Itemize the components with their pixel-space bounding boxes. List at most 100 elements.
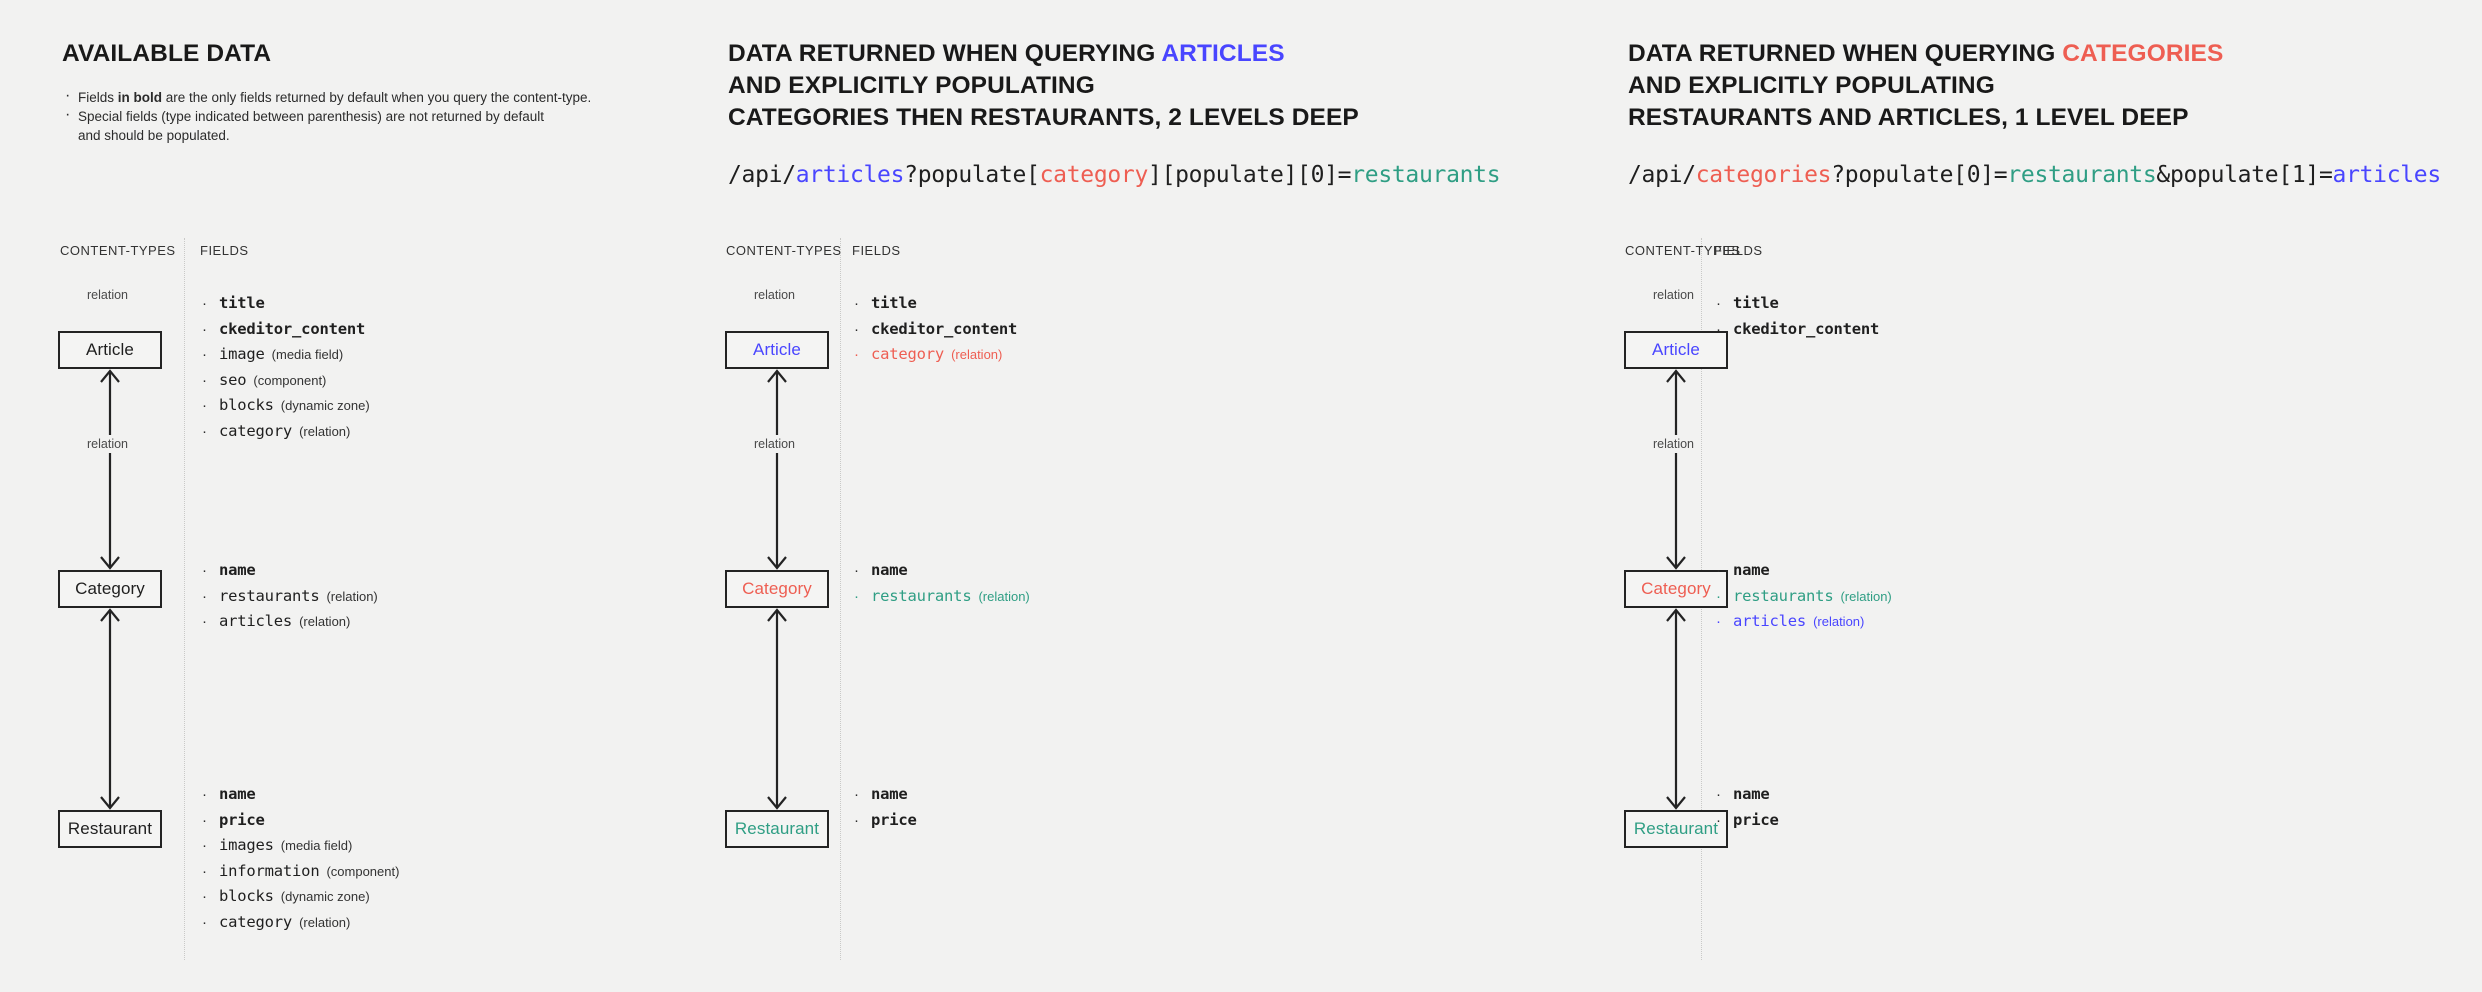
entity-box-article[interactable]: Article (1624, 331, 1728, 369)
note-item: and should be populated. (78, 128, 230, 143)
field-row: · ckeditor_content (852, 317, 1017, 343)
field-row: ·blocks(dynamic zone) (200, 884, 399, 910)
bullet-icon: · (854, 786, 859, 803)
content-types-header: CONTENT-TYPES (60, 243, 176, 258)
title-segment: AND EXPLICITLY POPULATING (1628, 72, 1995, 99)
bullet-icon: · (202, 320, 207, 338)
field-type: (relation) (299, 423, 351, 439)
bullet-icon: · (202, 811, 207, 829)
field-row: · name (200, 782, 399, 808)
bullet-icon: · (202, 587, 207, 605)
field-name: price (1733, 810, 1779, 829)
field-name: restaurants (1733, 586, 1834, 605)
relation-label-upper: relation (82, 286, 133, 304)
endpoint-segment: category (1039, 162, 1149, 188)
column-query-categories: DATA RETURNED WHEN QUERYING CATEGORIES AN… (1600, 0, 2482, 992)
field-row: ·restaurants(relation) (852, 584, 1030, 610)
field-row: ·title (852, 291, 1017, 317)
field-row: ·price (1714, 808, 1779, 834)
title-segment: AVAILABLE DATA (62, 40, 272, 67)
entity-box-category[interactable]: Category (1624, 570, 1728, 608)
field-list-category: · name ·restaurants(relation) (852, 558, 1030, 609)
field-name: name (1733, 785, 1770, 803)
entity-box-restaurant[interactable]: Restaurant (725, 810, 829, 848)
field-row: · name (852, 558, 1030, 584)
title-segment: CATEGORIES (2062, 40, 2224, 67)
field-name: images (219, 836, 274, 855)
title-segment: ARTICLES (1161, 40, 1285, 67)
field-type: (relation) (299, 914, 351, 930)
content-types-header: CONTENT-TYPES (1625, 243, 1741, 258)
bullet-icon: · (1716, 562, 1721, 579)
field-name: articles (219, 612, 293, 631)
field-name: price (871, 810, 917, 829)
field-row: ·price (852, 808, 917, 834)
entity-box-restaurant[interactable]: Restaurant (58, 810, 162, 848)
relation-label-upper: relation (749, 286, 800, 304)
field-name: ckeditor_content (871, 319, 1018, 338)
field-row: ·articles(relation) (200, 609, 378, 635)
bullet-icon: · (854, 562, 859, 579)
field-name: name (1733, 561, 1770, 579)
entity-box-category[interactable]: Category (58, 570, 162, 608)
field-list-category: ·name·restaurants(relation)·articles(rel… (1714, 558, 1892, 635)
bullet-icon: · (1716, 320, 1721, 338)
field-type: (relation) (978, 588, 1030, 604)
field-row: ·restaurants(relation) (200, 584, 378, 610)
bullet-icon: · (202, 371, 207, 389)
field-row: ·price (200, 808, 399, 834)
field-name: blocks (219, 887, 274, 906)
fields-header: FIELDS (200, 243, 249, 258)
entity-box-restaurant[interactable]: Restaurant (1624, 810, 1728, 848)
field-row: ·seo(component) (200, 368, 370, 394)
bullet-icon: · (202, 346, 207, 364)
bullet-icon: · (202, 888, 207, 906)
endpoint-segment: articles (2332, 162, 2442, 188)
bullet-icon: · (1716, 786, 1721, 803)
relation-label-lower: relation (82, 435, 133, 453)
field-row: · name (1714, 558, 1892, 584)
endpoint-segment: ?populate[0]= (1831, 162, 2008, 188)
field-row: ·category(relation) (852, 342, 1017, 368)
field-name: name (219, 561, 256, 579)
field-row: ·image(media field) (200, 342, 370, 368)
bullet-icon: · (1716, 613, 1721, 631)
endpoint-segment: categories (1695, 162, 1832, 188)
column-divider (184, 238, 185, 960)
field-type: (component) (326, 863, 400, 879)
bullet-icon: · (202, 913, 207, 931)
column-divider (840, 238, 841, 960)
entity-box-category[interactable]: Category (725, 570, 829, 608)
field-list-restaurant: ·name·price (852, 782, 917, 833)
bullet-icon: · (854, 346, 859, 364)
entity-box-article[interactable]: Article (725, 331, 829, 369)
field-row: ·restaurants(relation) (1714, 584, 1892, 610)
relation-arrow-article-category (95, 369, 125, 570)
field-name: title (219, 294, 265, 312)
relation-arrow-category-restaurant (95, 608, 125, 810)
column-available-data: AVAILABLE DATA Fields in bold are the on… (0, 0, 740, 992)
field-row: ·name (852, 782, 917, 808)
title-segment: CATEGORIES THEN RESTAURANTS, 2 LEVELS DE… (728, 104, 1359, 131)
relation-arrow-category-restaurant (1661, 608, 1691, 810)
field-name: name (871, 561, 908, 579)
endpoint-url: /api/articles?populate[category][populat… (728, 160, 1588, 190)
field-name: information (219, 861, 320, 880)
title-segment: DATA RETURNED WHEN QUERYING (728, 40, 1162, 67)
entity-box-article[interactable]: Article (58, 331, 162, 369)
bullet-icon: · (202, 862, 207, 880)
relation-arrow-article-category (762, 369, 792, 570)
field-name: name (219, 785, 256, 803)
endpoint-segment: restaurants (2007, 162, 2157, 188)
field-row: ·title (1714, 291, 1879, 317)
title-segment: DATA RETURNED WHEN QUERYING (1628, 40, 2063, 67)
bullet-icon: · (202, 295, 207, 312)
endpoint-segment: ][populate][0]= (1148, 162, 1352, 188)
bullet-icon: · (854, 320, 859, 338)
relation-label-lower: relation (1648, 435, 1699, 453)
bullet-icon: · (202, 786, 207, 803)
note-item: Fields in bold are the only fields retur… (62, 86, 782, 107)
fields-header: FIELDS (852, 243, 901, 258)
page-title: AVAILABLE DATA (62, 38, 782, 70)
